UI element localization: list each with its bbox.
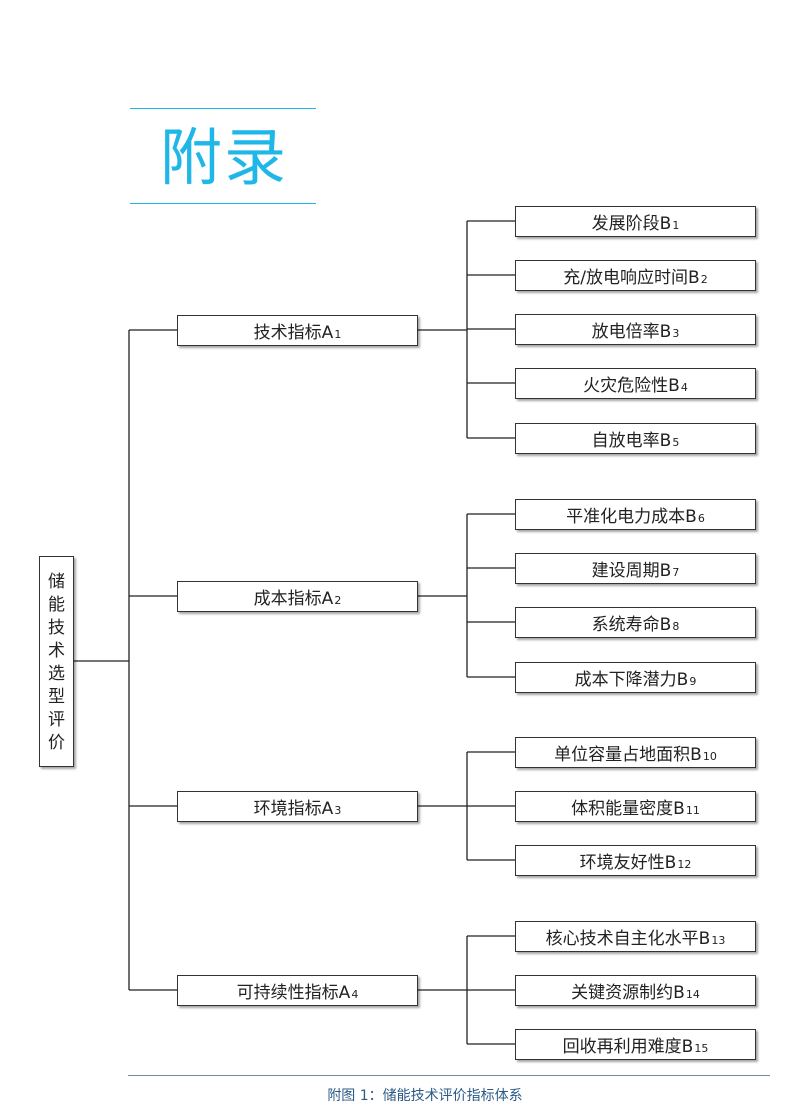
root-node: 储能技术选型评价 xyxy=(39,556,74,767)
leaf-node-label: 建设周期B xyxy=(591,560,672,581)
root-char: 能 xyxy=(48,594,65,615)
root-char: 储 xyxy=(48,571,65,592)
figure-caption: 附图 1：储能技术评价指标体系 xyxy=(327,1088,523,1104)
caption-rule xyxy=(128,1075,770,1076)
leaf-node-label: 自放电率B xyxy=(591,430,672,451)
leaf-node-subscript: 11 xyxy=(685,803,700,817)
root-char: 价 xyxy=(48,732,65,753)
leaf-node-subscript: 10 xyxy=(702,749,717,763)
root-char: 评 xyxy=(48,709,65,730)
leaf-node-subscript: 3 xyxy=(672,326,680,340)
leaf-node-subscript: 1 xyxy=(672,218,680,232)
group-node-label: 成本指标A xyxy=(253,588,334,609)
page-heading: 附录 xyxy=(160,121,289,194)
leaf-node-label: 平准化电力成本B xyxy=(566,506,697,527)
heading-top-rule xyxy=(130,108,316,109)
leaf-node-subscript: 9 xyxy=(689,674,697,688)
leaf-node-subscript: 6 xyxy=(697,511,705,525)
root-char: 型 xyxy=(48,686,65,707)
group-node-label: 技术指标A xyxy=(253,322,334,343)
group-node-subscript: 2 xyxy=(334,593,342,607)
leaf-node-subscript: 2 xyxy=(700,272,708,286)
group-node-subscript: 1 xyxy=(334,327,342,341)
leaf-node-subscript: 5 xyxy=(672,435,680,449)
leaf-node-subscript: 12 xyxy=(677,857,692,871)
group-node-subscript: 3 xyxy=(334,803,342,817)
leaf-node-label: 充/放电响应时间B xyxy=(563,267,700,288)
root-char: 技 xyxy=(48,617,65,638)
leaf-node-label: 回收再利用难度B xyxy=(562,1036,694,1057)
leaf-node-subscript: 15 xyxy=(694,1041,709,1055)
leaf-node-subscript: 13 xyxy=(711,933,726,947)
leaf-node-label: 系统寿命B xyxy=(591,614,672,635)
group-node-label: 可持续性指标A xyxy=(236,982,351,1003)
root-char: 选 xyxy=(48,663,65,684)
leaf-node-subscript: 14 xyxy=(685,987,700,1001)
leaf-node-label: 体积能量密度B xyxy=(571,798,685,819)
leaf-node-subscript: 8 xyxy=(672,619,680,633)
leaf-node-label: 单位容量占地面积B xyxy=(554,744,702,765)
group-node-subscript: 4 xyxy=(351,987,359,1001)
leaf-node-label: 火灾危险性B xyxy=(583,375,680,396)
leaf-node-label: 核心技术自主化水平B xyxy=(545,928,711,949)
leaf-node-label: 发展阶段B xyxy=(591,213,672,234)
group-node-label: 环境指标A xyxy=(253,798,334,819)
leaf-node-label: 成本下降潜力B xyxy=(574,669,689,690)
leaf-node-subscript: 7 xyxy=(672,565,680,579)
leaf-node-subscript: 4 xyxy=(680,380,688,394)
heading-bottom-rule xyxy=(130,203,316,204)
leaf-node-label: 放电倍率B xyxy=(591,321,672,342)
root-char: 术 xyxy=(48,640,65,661)
leaf-node-label: 环境友好性B xyxy=(579,852,677,873)
leaf-node-label: 关键资源制约B xyxy=(571,982,685,1003)
